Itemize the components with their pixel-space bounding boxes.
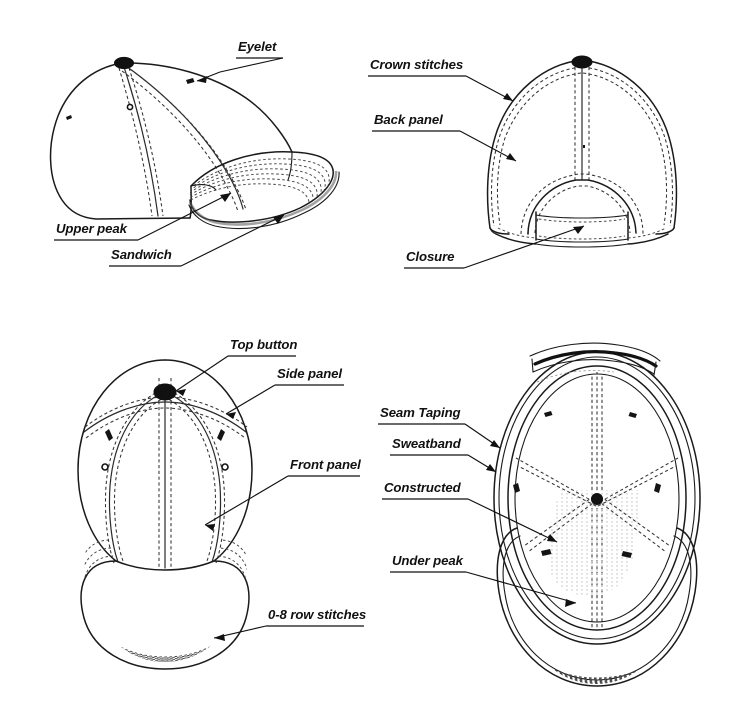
label-top-button: Top button [230,337,298,352]
underside-view-leaders [378,423,577,607]
label-closure: Closure [406,249,455,264]
front-view-cap [77,359,253,670]
label-crown-stitches: Crown stitches [370,57,464,72]
buckram-hatching [551,490,638,596]
front-view-leaders [175,355,364,641]
underside-view-cap [493,342,701,687]
side-view-leaders [54,57,285,267]
back-view-leaders [368,75,585,269]
label-sweatband: Sweatband [392,436,461,451]
label-eyelet: Eyelet [238,39,277,54]
back-view-cap [486,55,678,248]
top-button-back [571,55,593,69]
under-peak-stitch-rows [507,524,686,684]
label-seam-taping: Seam Taping [380,405,461,420]
label-sandwich: Sandwich [111,247,172,262]
label-constructed: Constructed [384,480,461,495]
center-button-underside [591,493,603,505]
label-side-panel: Side panel [277,366,342,381]
top-button-front [153,383,177,401]
seam-taping-band [533,350,658,368]
label-under-peak: Under peak [392,553,463,568]
label-row-stitches: 0-8 row stitches [268,607,367,622]
label-back-panel: Back panel [374,112,443,127]
label-front-panel: Front panel [290,457,361,472]
top-button-side [114,56,134,70]
label-upper-peak: Upper peak [56,221,127,236]
